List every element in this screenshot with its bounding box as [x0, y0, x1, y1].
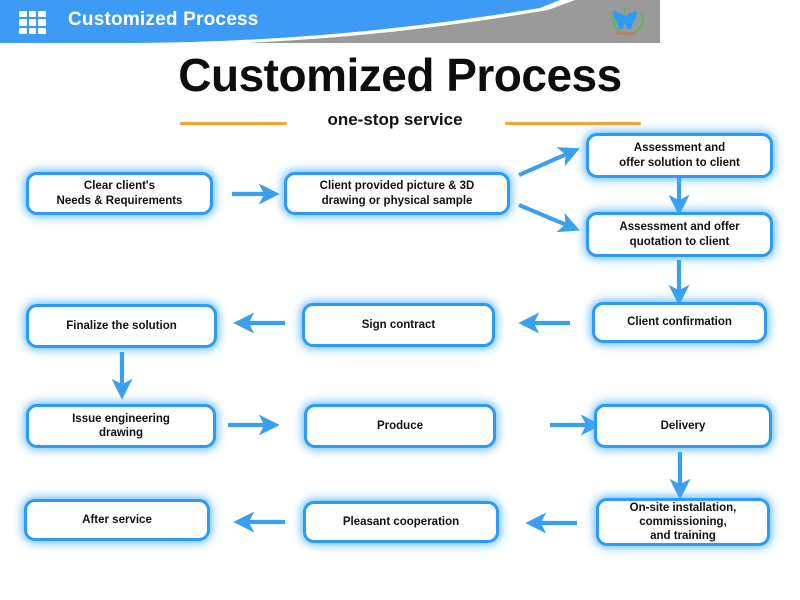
flow-node-clear-needs[interactable]: Clear client's Needs & Requirements	[26, 172, 213, 215]
arrow-provided-to-quotation	[518, 203, 580, 233]
flow-node-sign-contract[interactable]: Sign contract	[302, 303, 495, 347]
flow-node-client-confirmation[interactable]: Client confirmation	[592, 302, 767, 343]
flow-node-client-provided[interactable]: Client provided picture & 3D drawing or …	[284, 172, 510, 215]
grid-cell	[19, 19, 27, 26]
grid-3x3-icon[interactable]	[19, 11, 46, 34]
arrow-provided-to-solution	[518, 147, 580, 177]
subtitle-row: one-stop service	[0, 110, 800, 136]
grid-cell	[19, 11, 27, 18]
subtitle-rule-left	[180, 122, 287, 125]
grid-cell	[28, 11, 37, 18]
flow-node-pleasant-cooperation[interactable]: Pleasant cooperation	[303, 501, 499, 543]
flow-node-onsite-install[interactable]: On-site installation, commissioning, and…	[596, 498, 770, 546]
grid-cell	[38, 11, 46, 18]
header-background	[0, 0, 660, 43]
grid-cell	[28, 19, 37, 26]
flow-node-issue-drawing[interactable]: Issue engineering drawing	[26, 404, 216, 448]
subtitle-rule-right	[505, 122, 641, 125]
grid-cell	[19, 27, 27, 34]
company-logo-icon	[612, 8, 645, 35]
subtitle-text: one-stop service	[327, 110, 463, 129]
flow-node-after-service[interactable]: After service	[24, 499, 210, 541]
grid-cell	[38, 19, 46, 26]
flow-node-delivery[interactable]: Delivery	[594, 404, 772, 448]
flow-node-produce[interactable]: Produce	[304, 404, 496, 448]
grid-cell	[38, 27, 46, 34]
flow-node-assess-quotation[interactable]: Assessment and offer quotation to client	[586, 212, 773, 257]
flow-node-assess-solution[interactable]: Assessment and offer solution to client	[586, 133, 773, 178]
app-header: Customized Process	[0, 0, 660, 43]
grid-cell	[28, 27, 37, 34]
page-title: Customized Process	[178, 49, 622, 101]
header-title: Customized Process	[68, 9, 259, 30]
flow-node-finalize-solution[interactable]: Finalize the solution	[26, 304, 217, 348]
